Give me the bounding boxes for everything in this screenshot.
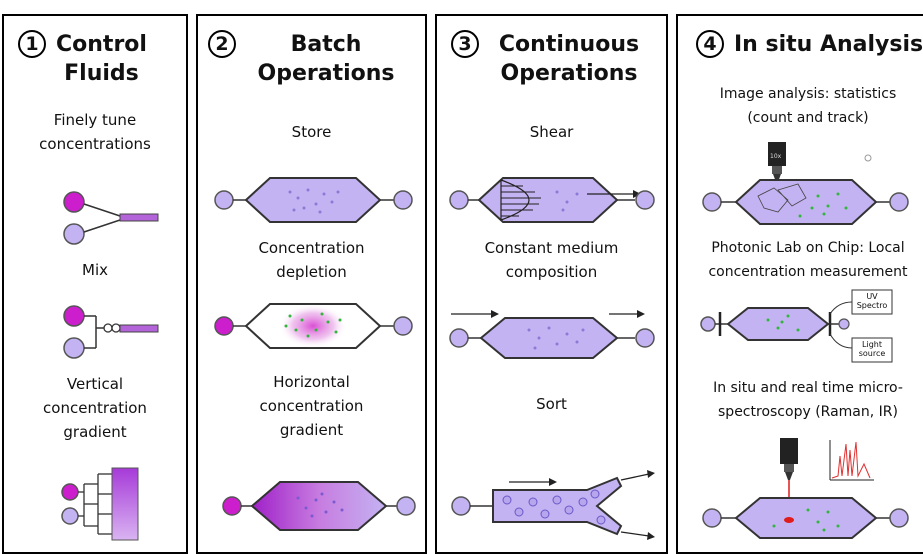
illustration-mixer (63, 305, 159, 359)
label-horizontal-gradient: Horizontal concentration gradient (259, 373, 364, 439)
illustration-depletion (214, 303, 413, 349)
light-source-label: Light source (858, 340, 886, 358)
label-shear: Shear (529, 123, 574, 141)
illustration-two-inlets (63, 191, 159, 245)
illustration-store-chamber (214, 177, 413, 223)
panel-4-header: 4 In situ Analysis (696, 30, 923, 59)
label-concentration-depletion: Concentration depletion (258, 239, 365, 281)
panel-in-situ-analysis: 4 In situ Analysis Image analysis: stati… (676, 14, 923, 554)
label-sort: Sort (536, 395, 567, 413)
step-number-4: 4 (696, 30, 724, 58)
label-micro-spectroscopy: In situ and real time micro- spectroscop… (713, 380, 903, 420)
objective-label: 10x (770, 153, 782, 160)
panel-2-header: 2 Batch Operations (208, 30, 406, 88)
spectrum-icon (829, 440, 874, 481)
illustration-horizontal-gradient (222, 481, 416, 531)
panel-4-title: In situ Analysis (734, 32, 923, 57)
illustration-shear (449, 177, 655, 223)
panel-1-title: Control Fluids (56, 32, 147, 86)
label-vertical-gradient: Vertical concentration gradient (43, 375, 147, 441)
panel-3-header: 3 Continuous Operations (451, 30, 649, 88)
illustration-micro-spectroscopy (702, 438, 909, 539)
panel-continuous-operations: 3 Continuous Operations Shear Constant m… (435, 14, 668, 554)
uv-spectro-label: UV Spectro (856, 292, 888, 310)
label-finely-tune: Finely tune concentrations (39, 111, 151, 153)
label-constant-medium: Constant medium composition (484, 239, 619, 281)
label-photonic-lab: Photonic Lab on Chip: Local concentratio… (708, 240, 908, 280)
label-store: Store (291, 123, 332, 141)
illustration-vertical-gradient (61, 467, 139, 541)
step-number-2: 2 (208, 30, 236, 58)
panel-2-title: Batch Operations (257, 32, 395, 86)
panel-3-title: Continuous Operations (498, 32, 640, 86)
illustration-constant-medium (449, 310, 655, 359)
label-image-analysis: Image analysis: statistics (count and tr… (719, 86, 897, 126)
step-number-1: 1 (18, 30, 46, 58)
illustration-photonic-lab (700, 289, 893, 363)
illustration-image-analysis: 10x (702, 142, 909, 225)
panel-batch-operations: 2 Batch Operations Store Concentration d… (196, 14, 427, 554)
panel-control-fluids: 1 Control Fluids Finely tune concentrati… (2, 14, 188, 554)
label-mix: Mix (82, 261, 108, 279)
illustration-sort (451, 470, 655, 540)
panel-1-header: 1 Control Fluids (18, 30, 147, 88)
step-number-3: 3 (451, 30, 479, 58)
